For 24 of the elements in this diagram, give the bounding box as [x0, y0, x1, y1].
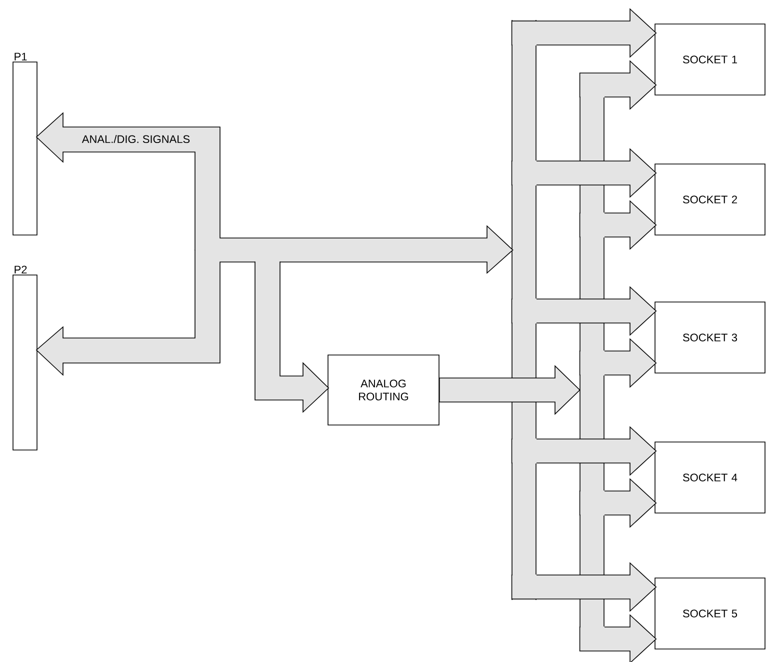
bus-arrow	[511, 562, 657, 612]
connector-bar: P2	[12, 266, 38, 450]
node-label: P1	[14, 52, 27, 60]
connector-bar: P1	[12, 52, 38, 236]
socket-box: SOCKET 3	[654, 302, 766, 374]
bus-arrow	[511, 8, 657, 58]
bus-arrow	[579, 338, 657, 388]
bus-arrow	[439, 365, 580, 415]
socket-box: SOCKET 5	[654, 578, 766, 650]
bus-arrow	[36, 249, 220, 376]
node-label: P2	[14, 266, 27, 274]
bus-arrow	[511, 286, 657, 336]
bus-arrow	[579, 478, 657, 528]
process-box: ANALOG ROUTING	[328, 354, 440, 426]
socket-box: SOCKET 2	[654, 164, 766, 236]
socket-box: SOCKET 4	[654, 442, 766, 514]
bus-arrow	[579, 614, 657, 662]
bus-arrow	[579, 60, 657, 110]
bus-arrow	[511, 148, 657, 198]
bus-arrow	[579, 200, 657, 250]
socket-box: SOCKET 1	[654, 24, 766, 96]
bus-arrow	[254, 249, 330, 413]
bus-arrow	[511, 426, 657, 476]
bus-arrow	[206, 225, 514, 274]
